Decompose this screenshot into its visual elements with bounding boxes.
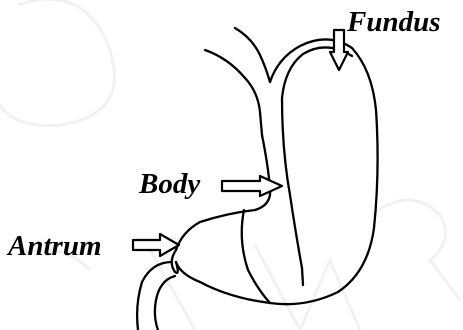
- fundus-arrow-icon: [330, 30, 348, 70]
- body-arrow-icon: [222, 176, 282, 196]
- antrum-label: Antrum: [8, 232, 102, 261]
- body-label: Body: [139, 170, 200, 199]
- duodenum-inner: [155, 276, 175, 330]
- body-antrum-boundary: [242, 210, 270, 303]
- fundus-body-boundary: [282, 47, 352, 285]
- fundus-label: Fundus: [347, 8, 441, 37]
- esophagus-left-wall: [205, 50, 262, 135]
- greater-curvature: [176, 39, 378, 304]
- antrum-arrow-icon: [133, 234, 179, 256]
